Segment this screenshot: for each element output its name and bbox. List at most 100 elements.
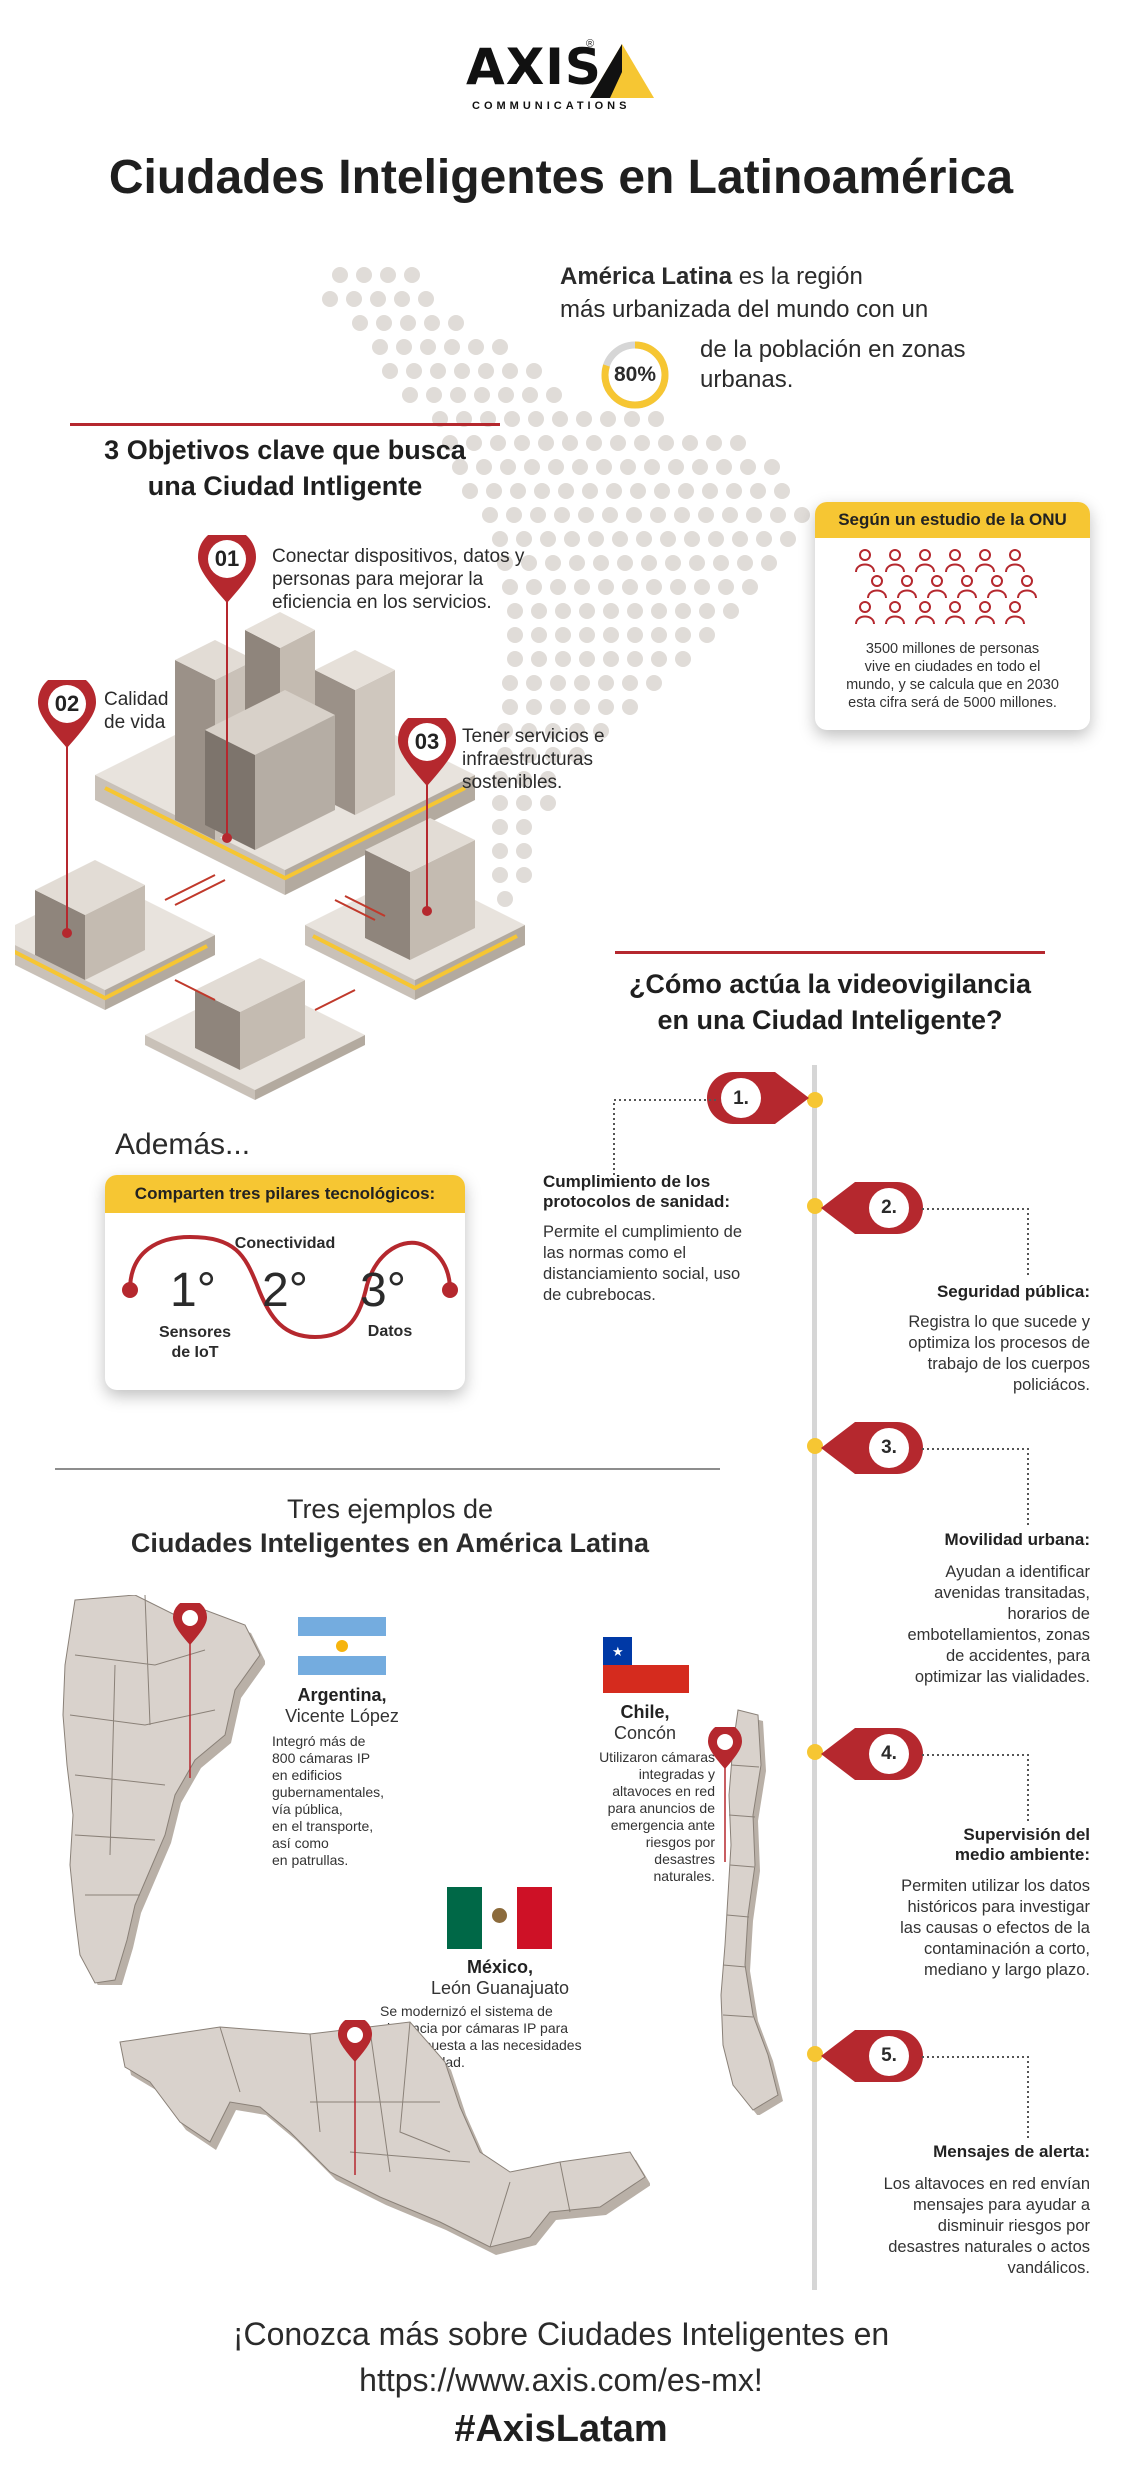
examples-heading: Tres ejemplos de Ciudades Inteligentes e… xyxy=(40,1492,740,1560)
objectives-heading-line1: 3 Objetivos clave que busca xyxy=(104,435,466,465)
mexico-line2: vigilancia por cámaras IP para xyxy=(380,2020,569,2036)
chile-flag-icon: ★ xyxy=(603,1637,689,1693)
map-dot xyxy=(554,507,570,523)
logo-registered: ® xyxy=(586,38,595,50)
map-dot xyxy=(497,747,513,763)
map-dot xyxy=(497,723,513,739)
logo-subtitle: COMMUNICATIONS xyxy=(472,100,631,112)
step-5-connector xyxy=(922,2056,1029,2138)
objective-3-text: Tener servicios e infraestructuras soste… xyxy=(462,725,605,794)
map-dot xyxy=(574,675,590,691)
argentina-flag-icon xyxy=(298,1617,386,1675)
map-dot xyxy=(332,267,348,283)
step-1-line4: de cubrebocas. xyxy=(543,1286,656,1304)
map-dot xyxy=(521,723,537,739)
argentina-line3: en edificios xyxy=(272,1767,343,1783)
chile-city: Concón xyxy=(613,1723,677,1743)
map-dot xyxy=(424,315,440,331)
footer-cta-url[interactable]: https://www.axis.com/es-mx! xyxy=(359,2362,763,2398)
map-dot xyxy=(474,387,490,403)
intro-line-4: urbanas. xyxy=(700,366,794,393)
map-dot xyxy=(578,507,594,523)
map-dot xyxy=(674,507,690,523)
map-dot xyxy=(531,651,547,667)
step-2-line2: optimiza los procesos de xyxy=(908,1334,1090,1352)
map-dot xyxy=(564,531,580,547)
map-dot xyxy=(675,651,691,667)
map-dot xyxy=(684,531,700,547)
map-dot xyxy=(593,555,609,571)
map-dot xyxy=(761,555,777,571)
map-dot xyxy=(588,531,604,547)
map-dot xyxy=(723,603,739,619)
map-dot xyxy=(526,675,542,691)
step-3-number: 3. xyxy=(881,1437,897,1458)
person-icon xyxy=(975,549,995,573)
timeline-dot-5 xyxy=(807,2046,823,2062)
person-icon xyxy=(897,575,917,599)
person-icon xyxy=(855,549,875,573)
pillars-card: Comparten tres pilares tecnológicos: 1° … xyxy=(105,1175,465,1390)
map-dot xyxy=(545,555,561,571)
pillars-card-header: Comparten tres pilares tecnológicos: xyxy=(105,1175,465,1213)
map-dot xyxy=(732,531,748,547)
pillar-3-number: 3° xyxy=(360,1264,406,1317)
map-dot xyxy=(794,507,810,523)
step-4-line3: las causas o efectos de la xyxy=(900,1919,1090,1937)
step-3-line1: Ayudan a identificar xyxy=(945,1563,1090,1581)
step-4-title-line1: Supervisión del xyxy=(963,1825,1090,1844)
map-dot xyxy=(770,507,786,523)
chile-name: Chile, xyxy=(620,1702,670,1722)
step-3-line6: optimizar las vialidades. xyxy=(914,1668,1090,1686)
map-dot xyxy=(531,627,547,643)
map-dot xyxy=(598,675,614,691)
map-dot xyxy=(430,363,446,379)
onu-line2: vive en ciudades en todo el xyxy=(864,659,1041,675)
intro-line-1: América Latina es la región xyxy=(560,262,863,292)
map-dot xyxy=(380,267,396,283)
person-icon xyxy=(987,575,1007,599)
map-dot xyxy=(634,435,650,451)
map-dot xyxy=(622,699,638,715)
map-dot xyxy=(555,651,571,667)
examples-heading-line1: Tres ejemplos de xyxy=(286,1494,494,1524)
map-dot xyxy=(372,339,388,355)
onu-line3: mundo, y se calcula que en 2030 xyxy=(846,677,1059,693)
map-dot xyxy=(602,507,618,523)
pin-03-number: 03 xyxy=(414,729,440,754)
timeline-dot-3 xyxy=(807,1438,823,1454)
pin-02-icon xyxy=(38,680,96,938)
step-5-marker-icon xyxy=(821,2030,923,2082)
map-dot xyxy=(462,483,478,499)
map-dot xyxy=(740,459,756,475)
pillar-1-line2: de IoT xyxy=(171,1344,219,1361)
intro-bold: América Latina xyxy=(560,263,733,290)
map-dot xyxy=(528,411,544,427)
map-dot xyxy=(622,675,638,691)
map-dot xyxy=(706,435,722,451)
map-dot xyxy=(516,819,532,835)
map-dot xyxy=(396,339,412,355)
person-icon xyxy=(957,575,977,599)
chile-line1: Utilizaron cámaras xyxy=(599,1749,715,1765)
chile-line2: integradas y xyxy=(638,1766,715,1782)
step-5-line2: mensajes para ayudar a xyxy=(912,2196,1090,2214)
map-dot xyxy=(546,387,562,403)
objective-2-line2: de vida xyxy=(104,712,166,733)
pillar-2-number: 2° xyxy=(262,1264,308,1317)
map-dot xyxy=(651,603,667,619)
page-title: Ciudades Inteligentes en Latinoamérica xyxy=(108,151,1014,204)
person-icon xyxy=(945,549,965,573)
map-dot xyxy=(746,507,762,523)
map-dot xyxy=(442,435,458,451)
map-dot xyxy=(562,435,578,451)
step-3-line4: embotellamientos, zonas xyxy=(907,1626,1090,1644)
map-dot xyxy=(394,291,410,307)
step-3-line2: avenidas transitadas, xyxy=(934,1584,1090,1602)
onu-card-header: Según un estudio de la ONU xyxy=(815,502,1090,538)
pillar-1-number: 1° xyxy=(170,1264,216,1317)
map-dot xyxy=(452,459,468,475)
step-1-line3: distanciamiento social, uso xyxy=(543,1265,741,1283)
map-dot xyxy=(678,483,694,499)
map-dot xyxy=(603,603,619,619)
